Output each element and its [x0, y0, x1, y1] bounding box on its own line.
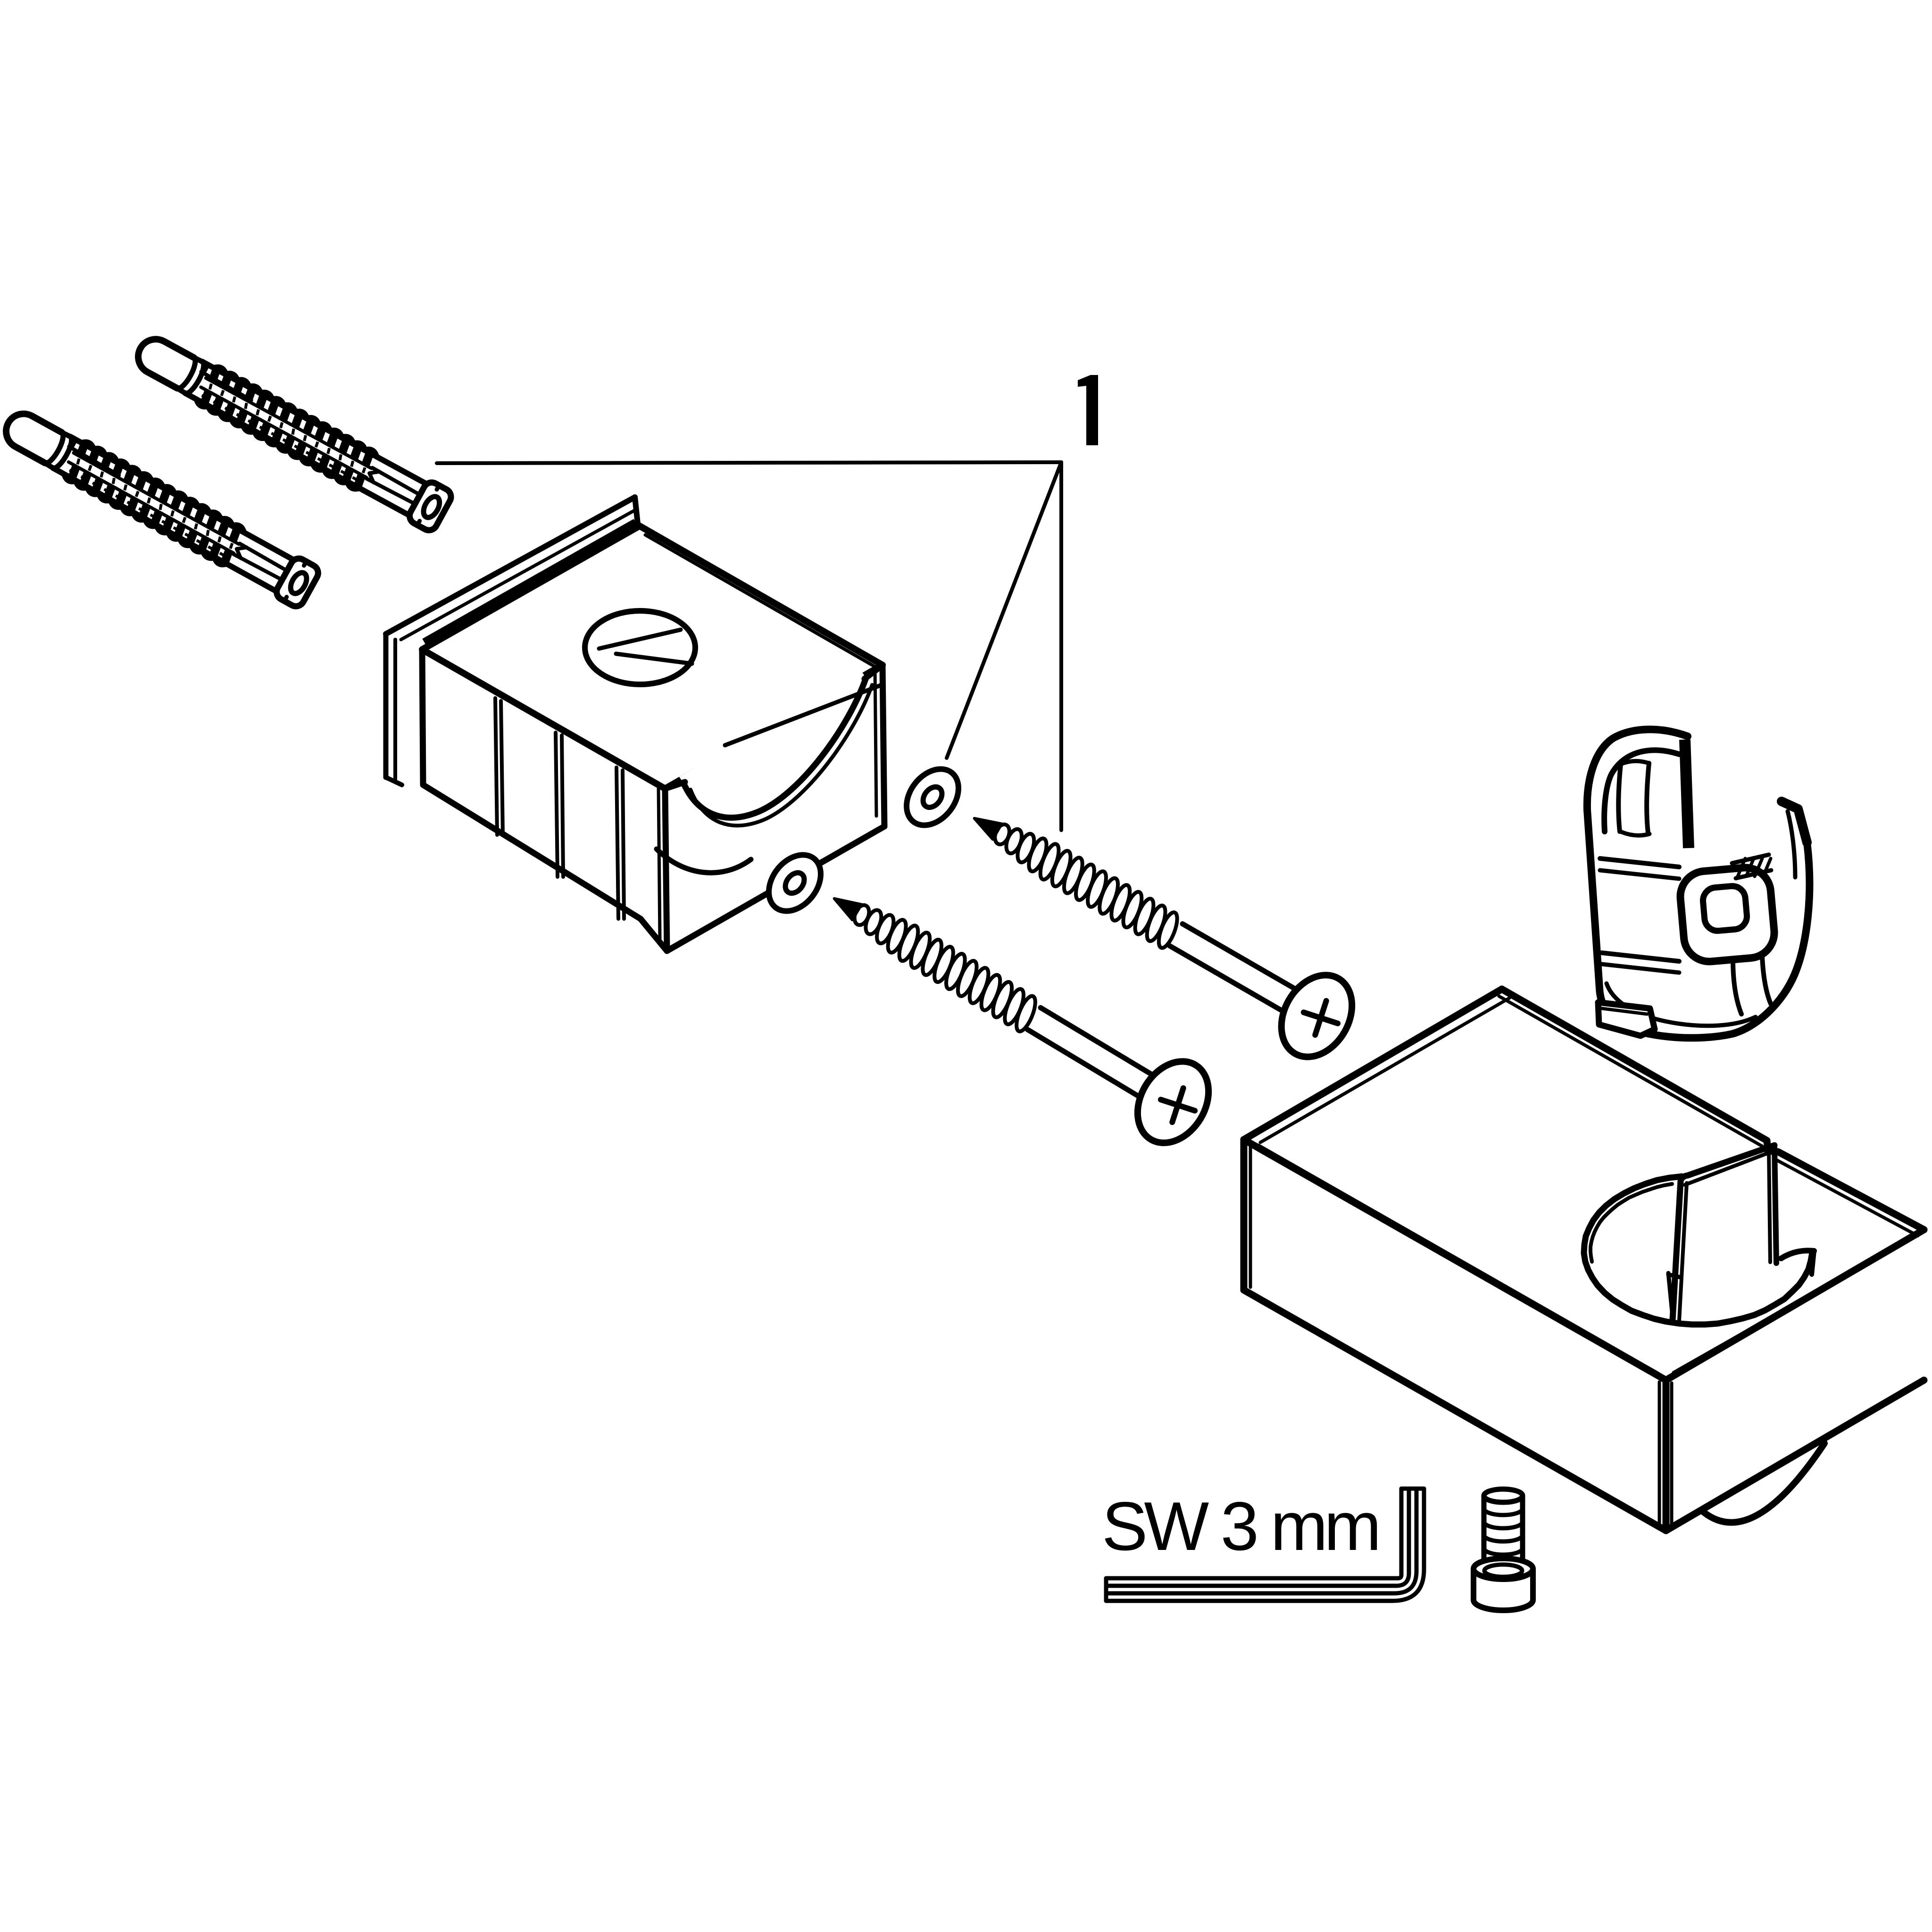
svg-text:SW 3 mm: SW 3 mm — [1102, 1488, 1378, 1565]
